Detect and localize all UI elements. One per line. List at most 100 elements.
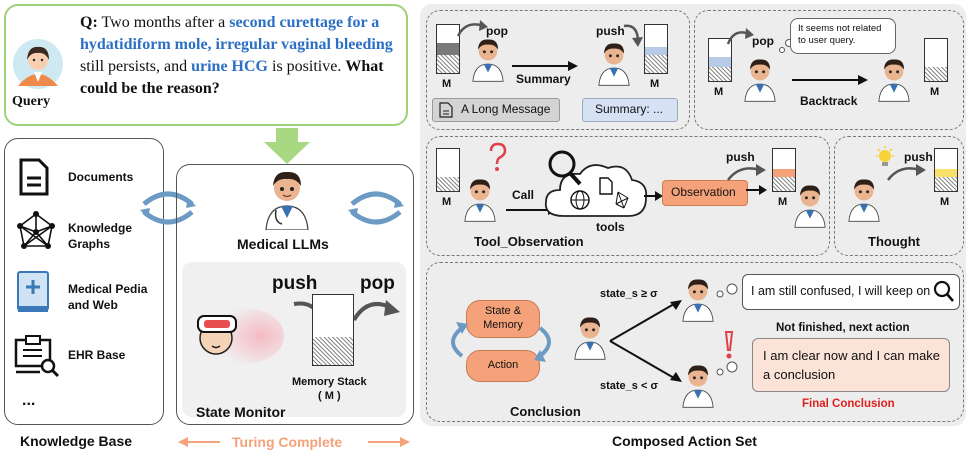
query-text-2: still persists, and (80, 58, 192, 75)
clear-bubble: I am clear now and I can make a conclusi… (752, 338, 950, 392)
observation-arrow-icon (746, 185, 767, 195)
message-doc-icon (439, 102, 453, 118)
backtrack-stack-after (924, 38, 948, 82)
conclusion-name: Conclusion (510, 404, 581, 419)
ehr-icon (14, 335, 60, 378)
kb-item-medical-pedia: Medical Pedia and Web (68, 282, 148, 312)
conclusion-doctor-icon-bottom (680, 362, 716, 413)
knowledge-graph-icon (17, 211, 55, 249)
tool-push-label: push (726, 150, 755, 164)
tools-cloud-icon (544, 150, 648, 217)
summary-doctor-icon-1 (470, 36, 506, 87)
down-arrow-icon (264, 128, 310, 164)
tool-m-1: M (442, 196, 452, 208)
branch-arrows-icon (609, 300, 682, 382)
summary-arrow-icon (512, 61, 578, 71)
final-conclusion-caption: Final Conclusion (802, 398, 895, 410)
kb-item-documents: Documents (68, 170, 134, 184)
kb-item-ehr: EHR Base (68, 348, 126, 362)
summary-result-box: Summary: ... (582, 98, 678, 122)
turing-arrow-icon (178, 437, 410, 447)
confused-bubble: I am still confused, I will keep on (742, 274, 960, 310)
summary-m-2: M (650, 78, 660, 90)
medical-llm-doctor-icon (262, 168, 312, 235)
summary-stack-after (644, 24, 668, 74)
query-text-1: Two months after a (101, 14, 230, 31)
tool-push-arrow-icon (727, 164, 766, 181)
thought-doctor-icon (846, 176, 882, 227)
summary-stack-before (436, 24, 460, 74)
condition-lt-label: state_s < σ (600, 380, 658, 392)
kb-item-knowledge-graphs: Knowledge Graphs (68, 221, 133, 251)
query-text: Q: Two months after a second curettage f… (80, 12, 400, 100)
center-push-label: push (272, 273, 318, 294)
summary-doctor-icon-2 (596, 40, 632, 91)
backtrack-arrow-label: Backtrack (800, 94, 858, 108)
search-magnifier-icon (933, 280, 954, 302)
cycle-arrows-left-icon (140, 191, 196, 225)
observation-box: Observation (662, 180, 748, 206)
action-node-label: Action (487, 359, 519, 371)
conclusion-doctor-icon-center (572, 314, 608, 365)
query-text-3: is positive. (268, 58, 346, 75)
backtrack-pop-label: pop (752, 34, 774, 48)
tool-call-label: Call (512, 188, 535, 202)
state-memory-label: State & Memory (483, 305, 523, 331)
question-mark-icon (489, 142, 507, 171)
query-question: What could be the reason? (80, 58, 384, 97)
query-highlight-2: urine HCG (191, 58, 268, 75)
thought-stack (934, 148, 958, 192)
documents-icon (19, 158, 49, 196)
query-panel (4, 4, 408, 126)
backtrack-bubble: It seems not related to user query. (790, 18, 896, 54)
turing-complete-label: Turing Complete (232, 434, 343, 450)
knowledge-base-panel (4, 138, 164, 425)
long-message-box: A Long Message (432, 98, 560, 122)
backtrack-m-2: M (930, 86, 940, 98)
summary-m-1: M (442, 78, 452, 90)
backtrack-arrow-icon (792, 75, 868, 85)
query-highlight-1: second curettage for a hydatidiform mole… (80, 14, 393, 53)
state-monitor-label: State Monitor (196, 404, 286, 420)
tool-stack-before (436, 148, 460, 192)
kb-more: ... (22, 392, 36, 409)
observation-label: Observation (671, 185, 736, 199)
thought-dots-top-icon (716, 283, 738, 298)
tool-doctor-icon-1 (462, 176, 498, 227)
backtrack-pop-arrow-icon (726, 28, 754, 45)
summary-push-arrow-icon (623, 24, 643, 47)
state-memory-node: State & Memory (466, 300, 540, 338)
backtrack-bubble-text: It seems not related to user query. (798, 23, 882, 46)
memory-stack-sub: ( M ) (318, 390, 341, 402)
backtrack-doctor-icon-1 (742, 56, 778, 107)
composed-action-set-title: Composed Action Set (612, 433, 757, 449)
state-monitor-panel (176, 164, 414, 425)
tool-stack-after (772, 148, 796, 192)
long-message-label: A Long Message (461, 102, 551, 116)
medical-book-icon (17, 271, 49, 312)
summary-arrow-label: Summary (516, 72, 571, 86)
backtrack-doctor-icon-2 (876, 56, 912, 107)
thought-m: M (940, 196, 950, 208)
exclamation-icon (724, 331, 734, 359)
tools-label: tools (596, 220, 625, 234)
tool-observation-name: Tool_Observation (474, 234, 584, 249)
center-pop-label: pop (360, 273, 395, 294)
clear-bubble-text: I am clear now and I can make a conclusi… (763, 348, 941, 382)
summary-result-label: Summary: ... (595, 102, 664, 116)
cycle-loop-icon (451, 322, 551, 362)
cycle-arrows-right-icon (348, 191, 404, 225)
condition-ge-label: state_s ≥ σ (600, 288, 658, 300)
thought-name: Thought (868, 234, 920, 249)
center-pop-arrow-icon (352, 300, 400, 322)
medical-llms-label: Medical LLMs (237, 236, 329, 252)
lightbulb-icon (876, 146, 894, 166)
vr-monitor-icon (197, 308, 284, 364)
action-node: Action (466, 350, 540, 382)
thought-push-label: push (904, 150, 933, 164)
summary-pop-arrow-icon (456, 20, 488, 37)
tool-m-2: M (778, 196, 788, 208)
confused-bubble-text: I am still confused, I will keep on (751, 284, 931, 298)
backtrack-m-1: M (714, 86, 724, 98)
summary-pop-label: pop (486, 24, 508, 38)
